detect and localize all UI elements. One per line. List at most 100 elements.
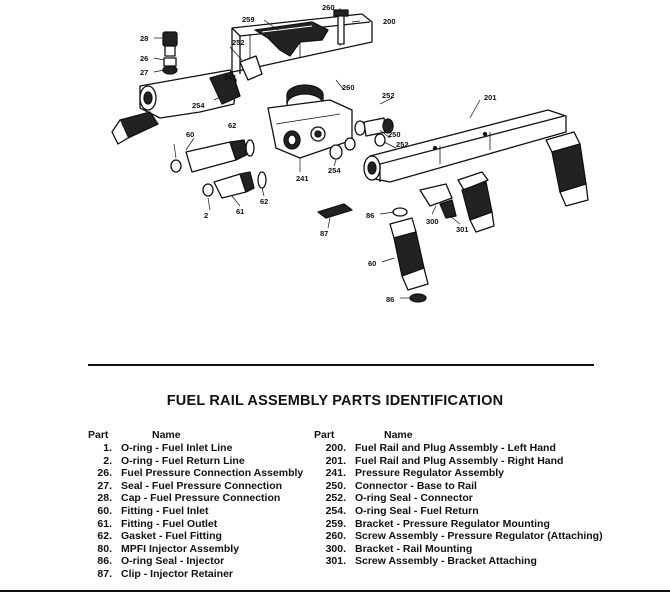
- callout-250: 250: [388, 130, 401, 139]
- part-number: 28.: [97, 492, 112, 505]
- part-name: Bracket - Rail Mounting: [355, 542, 473, 555]
- callout-26: 26: [140, 54, 148, 63]
- part-number: 250.: [325, 479, 346, 492]
- callout-252-right: 252: [382, 91, 395, 100]
- part-name: Pressure Regulator Assembly: [355, 467, 505, 480]
- table-row: 61.Fitting - Fuel Outlet: [88, 518, 303, 531]
- part-name: O-ring Seal - Injector: [121, 555, 225, 568]
- part-number: 254.: [325, 504, 346, 517]
- left-header: Part Name: [88, 429, 303, 442]
- callout-201: 201: [484, 93, 497, 102]
- injector-clip: [317, 203, 353, 219]
- table-row: 300.Bracket - Rail Mounting: [314, 543, 603, 556]
- left-rail-injectors: [209, 55, 263, 105]
- part-number: 260.: [325, 530, 346, 543]
- callout-86-upper: 86: [366, 211, 374, 220]
- part-number: 87.: [97, 567, 112, 580]
- regulator-bracket: [254, 21, 329, 57]
- part-number: 301.: [325, 555, 346, 568]
- table-row: 87. Clip - Injector Retainer: [88, 568, 303, 581]
- fuel-inlet-fitting: [170, 139, 255, 173]
- callout-260-top: 260: [322, 3, 335, 12]
- callout-254-top: 254: [192, 101, 205, 110]
- callout-28: 28: [140, 34, 148, 43]
- callout-300: 300: [426, 217, 439, 226]
- fuel-rail-exploded-diagram: 260 259 200 28 26 27 252 241 254 260 201…: [111, 3, 589, 304]
- callout-27: 27: [140, 68, 148, 77]
- table-row: 301. Screw Assembly - Bracket Attaching: [314, 555, 603, 568]
- right-rail-injector-2: [545, 131, 589, 207]
- callout-241-lower: 241: [296, 174, 309, 183]
- table-row: 250. Connector - Base to Rail: [314, 480, 603, 493]
- leader-lines: [153, 8, 481, 299]
- table-row: 80. MPFI Injector Assembly: [88, 543, 303, 556]
- table-row: 200. Fuel Rail and Plug Assembly - Left H…: [314, 442, 603, 455]
- right-rail-injector-1: [457, 171, 495, 233]
- part-number: 241.: [325, 467, 346, 480]
- table-row: 260. Screw Assembly - Pressure Regulator …: [314, 530, 603, 543]
- part-number: 86.: [97, 555, 112, 568]
- part-name: Gasket - Fuel Fitting: [121, 530, 222, 543]
- part-name: O-ring Seal - Connector: [355, 492, 473, 505]
- callout-259: 259: [242, 15, 255, 24]
- table-row: 254. O-ring Seal - Fuel Return: [314, 505, 603, 518]
- part-number: 2.: [103, 454, 112, 467]
- regulator-screw-top: [333, 9, 349, 45]
- table-row: 259.Bracket - Pressure Regulator Mountin…: [314, 518, 603, 531]
- base-rail-connector: [344, 117, 394, 151]
- callout-252-lower: 252: [396, 140, 409, 149]
- part-name: O-ring - Fuel Inlet Line: [121, 442, 233, 454]
- table-row: 60. Fitting - Fuel Inlet: [88, 505, 303, 518]
- part-number: 26.: [97, 467, 112, 480]
- table-row: 1. O-ring - Fuel Inlet Line: [88, 442, 303, 455]
- part-number: 60.: [97, 504, 112, 517]
- part-number: 1.: [103, 442, 112, 454]
- part-number: 80.: [97, 542, 112, 555]
- rail-mounting-bracket: [419, 183, 457, 219]
- callout-254-lower: 254: [328, 166, 341, 175]
- part-name: Fuel Rail and Plug Assembly - Right Hand: [355, 454, 564, 467]
- table-row: 201. Fuel Rail and Plug Assembly - Right …: [314, 455, 603, 468]
- callout-2: 2: [204, 211, 208, 220]
- callout-61: 61: [236, 207, 244, 216]
- part-name: Fitting - Fuel Outlet: [121, 517, 218, 530]
- part-number: 201.: [325, 454, 346, 467]
- parts-table-left: Part Name 1.O-ring - Fuel Inlet Line 2.O…: [88, 429, 303, 581]
- name-header: Name: [384, 429, 413, 441]
- part-number: 252.: [325, 492, 346, 505]
- callout-87: 87: [320, 229, 328, 238]
- parts-table-title: FUEL RAIL ASSEMBLY PARTS IDENTIFICATION: [166, 393, 504, 409]
- part-name: Screw Assembly - Bracket Attaching: [355, 555, 537, 568]
- part-name: Fitting - Fuel Inlet: [121, 504, 209, 517]
- table-row: 86. O-ring Seal - Injector: [88, 555, 303, 568]
- section-divider: [88, 364, 594, 366]
- table-row: 28. Cap - Fuel Pressure Connection: [88, 492, 303, 505]
- loose-mpfi-injector: [389, 207, 429, 303]
- table-row: 27.Seal - Fuel Pressure Connection: [88, 480, 303, 493]
- part-name: Clip - Injector Retainer: [121, 567, 234, 580]
- part-number: 62.: [97, 530, 112, 543]
- part-name: Connector - Base to Rail: [355, 479, 477, 492]
- part-number: 259.: [325, 517, 346, 530]
- part-name: Screw Assembly - Pressure Regulator (Att…: [355, 530, 603, 543]
- part-name: Cap - Fuel Pressure Connection: [121, 492, 281, 505]
- table-row: 2.O-ring - Fuel Return Line: [88, 455, 303, 468]
- callout-62-top: 62: [228, 121, 236, 130]
- part-name: Fuel Pressure Connection Assembly: [121, 467, 304, 480]
- part-name: MPFI Injector Assembly: [121, 542, 240, 555]
- part-name: O-ring Seal - Fuel Return: [355, 504, 479, 517]
- callout-241-top: 241: [224, 73, 237, 82]
- fuel-return-oring: [329, 144, 343, 160]
- part-number: 200.: [325, 442, 346, 454]
- part-name: Fuel Rail and Plug Assembly - Left Hand: [355, 442, 556, 454]
- name-header: Name: [152, 429, 181, 441]
- callout-252-top: 252: [232, 38, 245, 47]
- callout-200: 200: [383, 17, 396, 26]
- callout-260-mid: 260: [342, 83, 355, 92]
- left-injector: [111, 111, 159, 145]
- table-row: 252. O-ring Seal - Connector: [314, 492, 603, 505]
- callout-86-lower: 86: [386, 295, 394, 304]
- fuel-outlet-fitting: [202, 171, 267, 199]
- part-header: Part: [314, 429, 335, 441]
- table-row: 62. Gasket - Fuel Fitting: [88, 530, 303, 543]
